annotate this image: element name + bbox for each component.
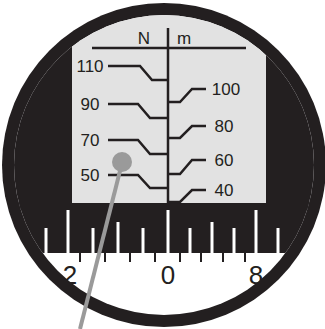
scale-unit: m [177, 30, 191, 47]
ruler-number: 0 [161, 262, 175, 288]
scale-number: 70 [81, 132, 100, 149]
scale-number: 100 [212, 81, 240, 98]
scale-number: 50 [81, 167, 100, 184]
ruler-number: 2 [63, 262, 77, 288]
ruler-number: 8 [249, 262, 263, 288]
scale-number: 60 [215, 152, 234, 169]
scale-number: 40 [215, 182, 234, 199]
scale-number: 110 [76, 58, 103, 75]
scale-number: 90 [81, 96, 100, 113]
scale-unit: N [138, 30, 150, 47]
scale-number: 80 [215, 118, 234, 135]
